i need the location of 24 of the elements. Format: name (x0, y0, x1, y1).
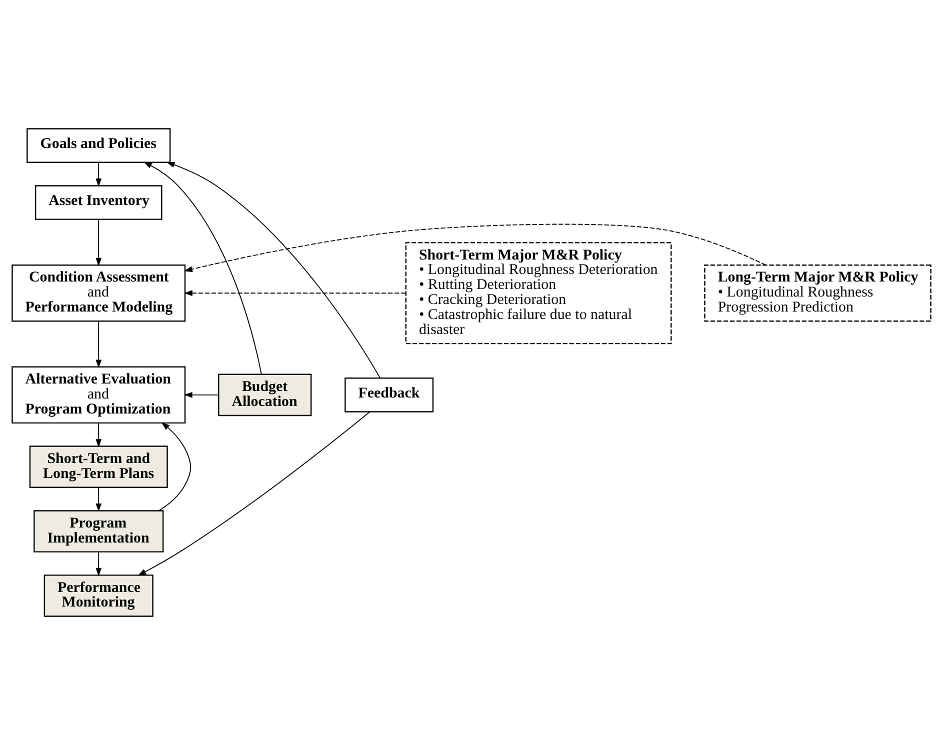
node-box: Alternative Evaluation and Program Optimization (12, 366, 186, 424)
arrow (96, 218, 102, 266)
arrow (96, 551, 102, 576)
arrow (184, 290, 406, 296)
node-box: Short-Term and Long-Term Plans (29, 445, 168, 488)
arrow (158, 422, 192, 511)
node-box: Short-Term Major M&R Policy • Longitudinal Roughness Deterioration • Rutting Deterioration • Cracking Deterioration • Catastrophic failure due to natural disaster (405, 242, 672, 344)
arrow (96, 161, 102, 186)
arrow (96, 422, 102, 448)
node-box: Asset Inventory (34, 184, 162, 220)
node-box: Budget Allocation (218, 373, 312, 416)
arrow (96, 486, 102, 512)
arrow (166, 161, 381, 378)
node-box: Program Implementation (34, 510, 164, 552)
node-box: Feedback (344, 377, 434, 412)
arrow (184, 223, 766, 272)
arrow (96, 320, 102, 368)
arrow (138, 410, 370, 576)
node-box: Goals and Policies (26, 128, 171, 162)
node-box: Long-Term Major M&R Policy • Longitudinal Roughness Progression Prediction (704, 264, 932, 322)
node-box: Condition Assessment and Performance Modeling (12, 264, 186, 322)
arrow (144, 161, 262, 374)
arrow (184, 391, 220, 398)
node-box: Performance Monitoring (44, 574, 154, 616)
